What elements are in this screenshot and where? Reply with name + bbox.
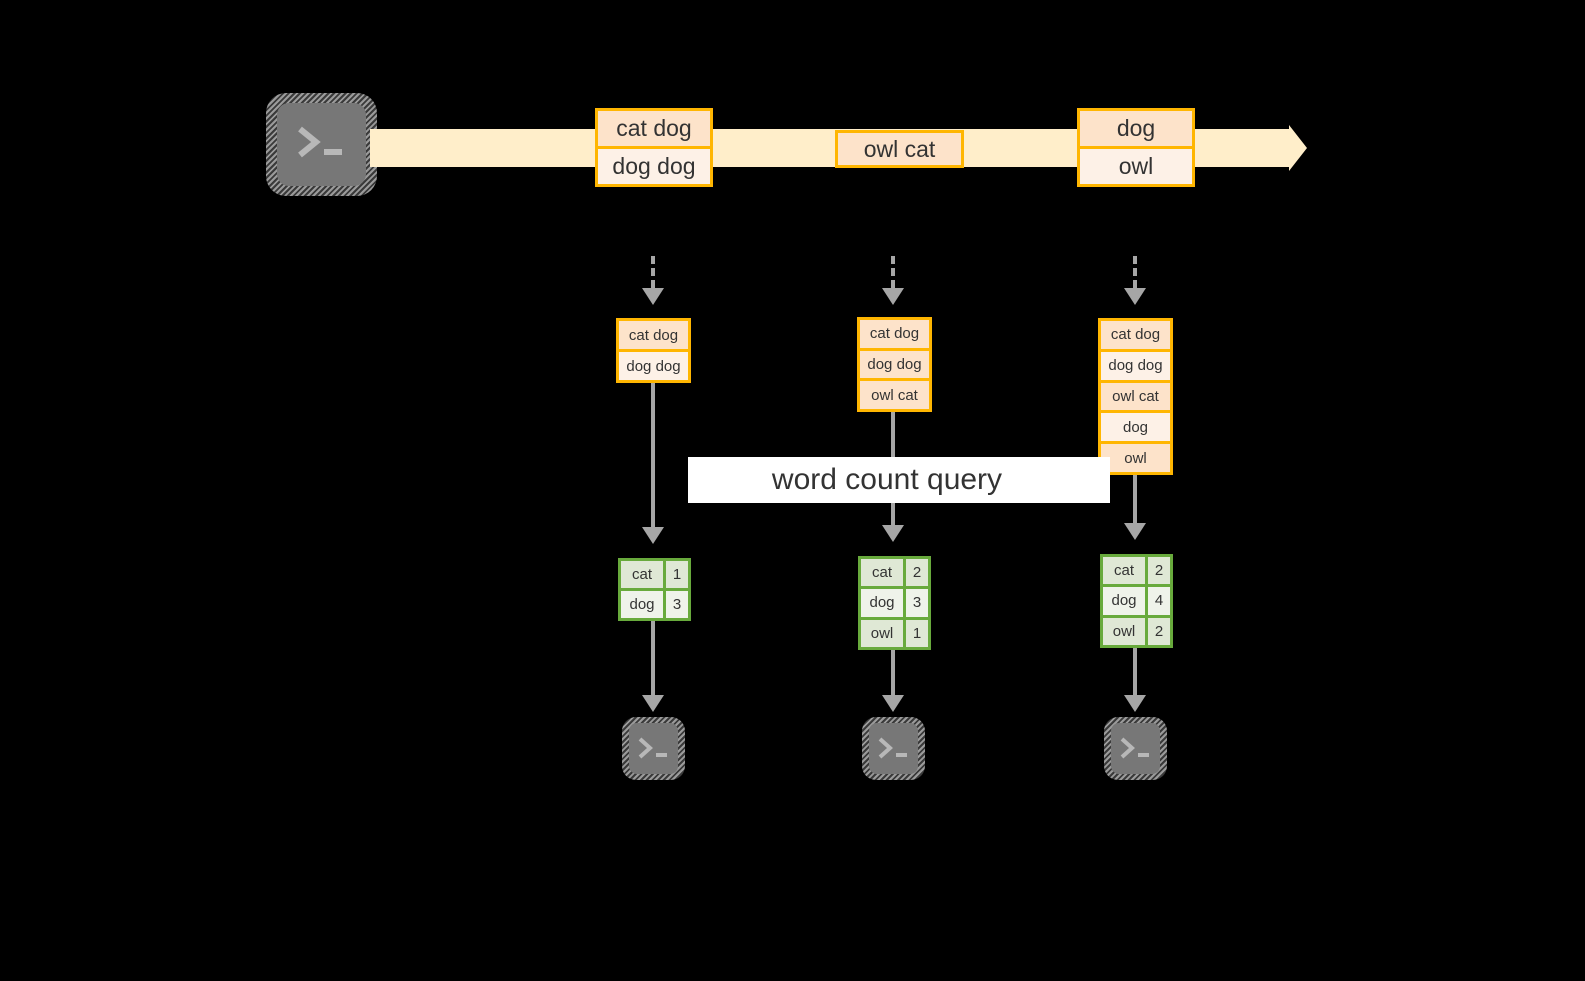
query-connector-3-arrow-icon bbox=[1124, 523, 1146, 540]
table-row: owl 1 bbox=[861, 616, 928, 647]
snapshot-input-line: dog dog bbox=[619, 349, 688, 380]
result-word: owl bbox=[1103, 617, 1145, 645]
terminal-prompt-icon bbox=[1118, 735, 1156, 761]
result-count: 1 bbox=[663, 561, 688, 588]
snapshot-input-line: cat dog bbox=[860, 320, 929, 348]
terminal-screen bbox=[869, 723, 918, 774]
result-count: 4 bbox=[1145, 587, 1170, 615]
result-table-2: cat 2 dog 3 owl 1 bbox=[858, 556, 931, 650]
result-table-3: cat 2 dog 4 owl 2 bbox=[1100, 554, 1173, 648]
query-banner-label: word count query bbox=[771, 463, 1003, 496]
terminal-screen bbox=[277, 103, 366, 186]
result-count: 1 bbox=[903, 619, 928, 647]
table-row: cat 2 bbox=[1103, 557, 1170, 585]
sink-connector-2 bbox=[891, 650, 895, 695]
snapshot-input-line: owl bbox=[1101, 441, 1170, 472]
sink-terminal-icon-2 bbox=[862, 717, 925, 780]
sink-connector-1-arrow-icon bbox=[642, 695, 664, 712]
table-row: dog 3 bbox=[621, 588, 688, 618]
table-row: cat 1 bbox=[621, 561, 688, 588]
result-count: 2 bbox=[1145, 557, 1170, 585]
query-connector-2-arrow-icon bbox=[882, 525, 904, 542]
sink-connector-2-arrow-icon bbox=[882, 695, 904, 712]
snapshot-input-line: owl cat bbox=[1101, 379, 1170, 411]
stream-record-line: dog dog bbox=[598, 146, 710, 184]
query-banner: word count query bbox=[688, 457, 1110, 503]
query-connector-3 bbox=[1133, 475, 1137, 523]
table-row: dog 4 bbox=[1103, 584, 1170, 615]
stream-record-1: cat dog dog dog bbox=[595, 108, 713, 187]
snapshot-connector-2-arrow-icon bbox=[882, 288, 904, 305]
result-word: owl bbox=[861, 619, 903, 647]
snapshot-input-2: cat dog dog dog owl cat bbox=[857, 317, 932, 412]
stream-record-line: owl cat bbox=[838, 133, 961, 165]
snapshot-input-1: cat dog dog dog bbox=[616, 318, 691, 383]
table-row: dog 3 bbox=[861, 586, 928, 617]
sink-connector-3 bbox=[1133, 648, 1137, 695]
snapshot-input-3: cat dog dog dog owl cat dog owl bbox=[1098, 318, 1173, 475]
snapshot-input-line: owl cat bbox=[860, 378, 929, 410]
table-row: owl 2 bbox=[1103, 614, 1170, 645]
terminal-prompt-icon bbox=[636, 735, 674, 761]
stream-record-line: owl bbox=[1080, 146, 1192, 184]
stream-arrow-head-icon bbox=[1289, 125, 1307, 171]
terminal-prompt-icon bbox=[876, 735, 914, 761]
query-connector-1 bbox=[651, 383, 655, 527]
stream-record-2: owl cat bbox=[835, 130, 964, 168]
snapshot-connector-2 bbox=[891, 256, 895, 288]
terminal-screen bbox=[1111, 723, 1160, 774]
stream-record-line: cat dog bbox=[598, 111, 710, 146]
terminal-screen bbox=[629, 723, 678, 774]
result-word: dog bbox=[861, 589, 903, 617]
sink-connector-1 bbox=[651, 621, 655, 695]
result-table-1: cat 1 dog 3 bbox=[618, 558, 691, 621]
result-word: dog bbox=[621, 591, 663, 618]
snapshot-connector-1 bbox=[651, 256, 655, 288]
sink-terminal-icon-1 bbox=[622, 717, 685, 780]
sink-connector-3-arrow-icon bbox=[1124, 695, 1146, 712]
snapshot-connector-3-arrow-icon bbox=[1124, 288, 1146, 305]
result-count: 3 bbox=[663, 591, 688, 618]
terminal-prompt-icon bbox=[294, 123, 354, 163]
snapshot-input-line: dog dog bbox=[860, 347, 929, 379]
snapshot-input-line: dog dog bbox=[1101, 348, 1170, 380]
table-row: cat 2 bbox=[861, 559, 928, 587]
sink-terminal-icon-3 bbox=[1104, 717, 1167, 780]
snapshot-input-line: cat dog bbox=[619, 321, 688, 349]
result-word: dog bbox=[1103, 587, 1145, 615]
snapshot-connector-1-arrow-icon bbox=[642, 288, 664, 305]
result-count: 3 bbox=[903, 589, 928, 617]
snapshot-input-line: dog bbox=[1101, 410, 1170, 442]
stream-record-line: dog bbox=[1080, 111, 1192, 146]
result-word: cat bbox=[1103, 557, 1145, 585]
snapshot-input-line: cat dog bbox=[1101, 321, 1170, 349]
result-count: 2 bbox=[903, 559, 928, 587]
result-word: cat bbox=[861, 559, 903, 587]
stream-record-3: dog owl bbox=[1077, 108, 1195, 187]
source-terminal-icon bbox=[266, 93, 377, 196]
result-count: 2 bbox=[1145, 617, 1170, 645]
result-word: cat bbox=[621, 561, 663, 588]
query-connector-1-arrow-icon bbox=[642, 527, 664, 544]
snapshot-connector-3 bbox=[1133, 256, 1137, 288]
